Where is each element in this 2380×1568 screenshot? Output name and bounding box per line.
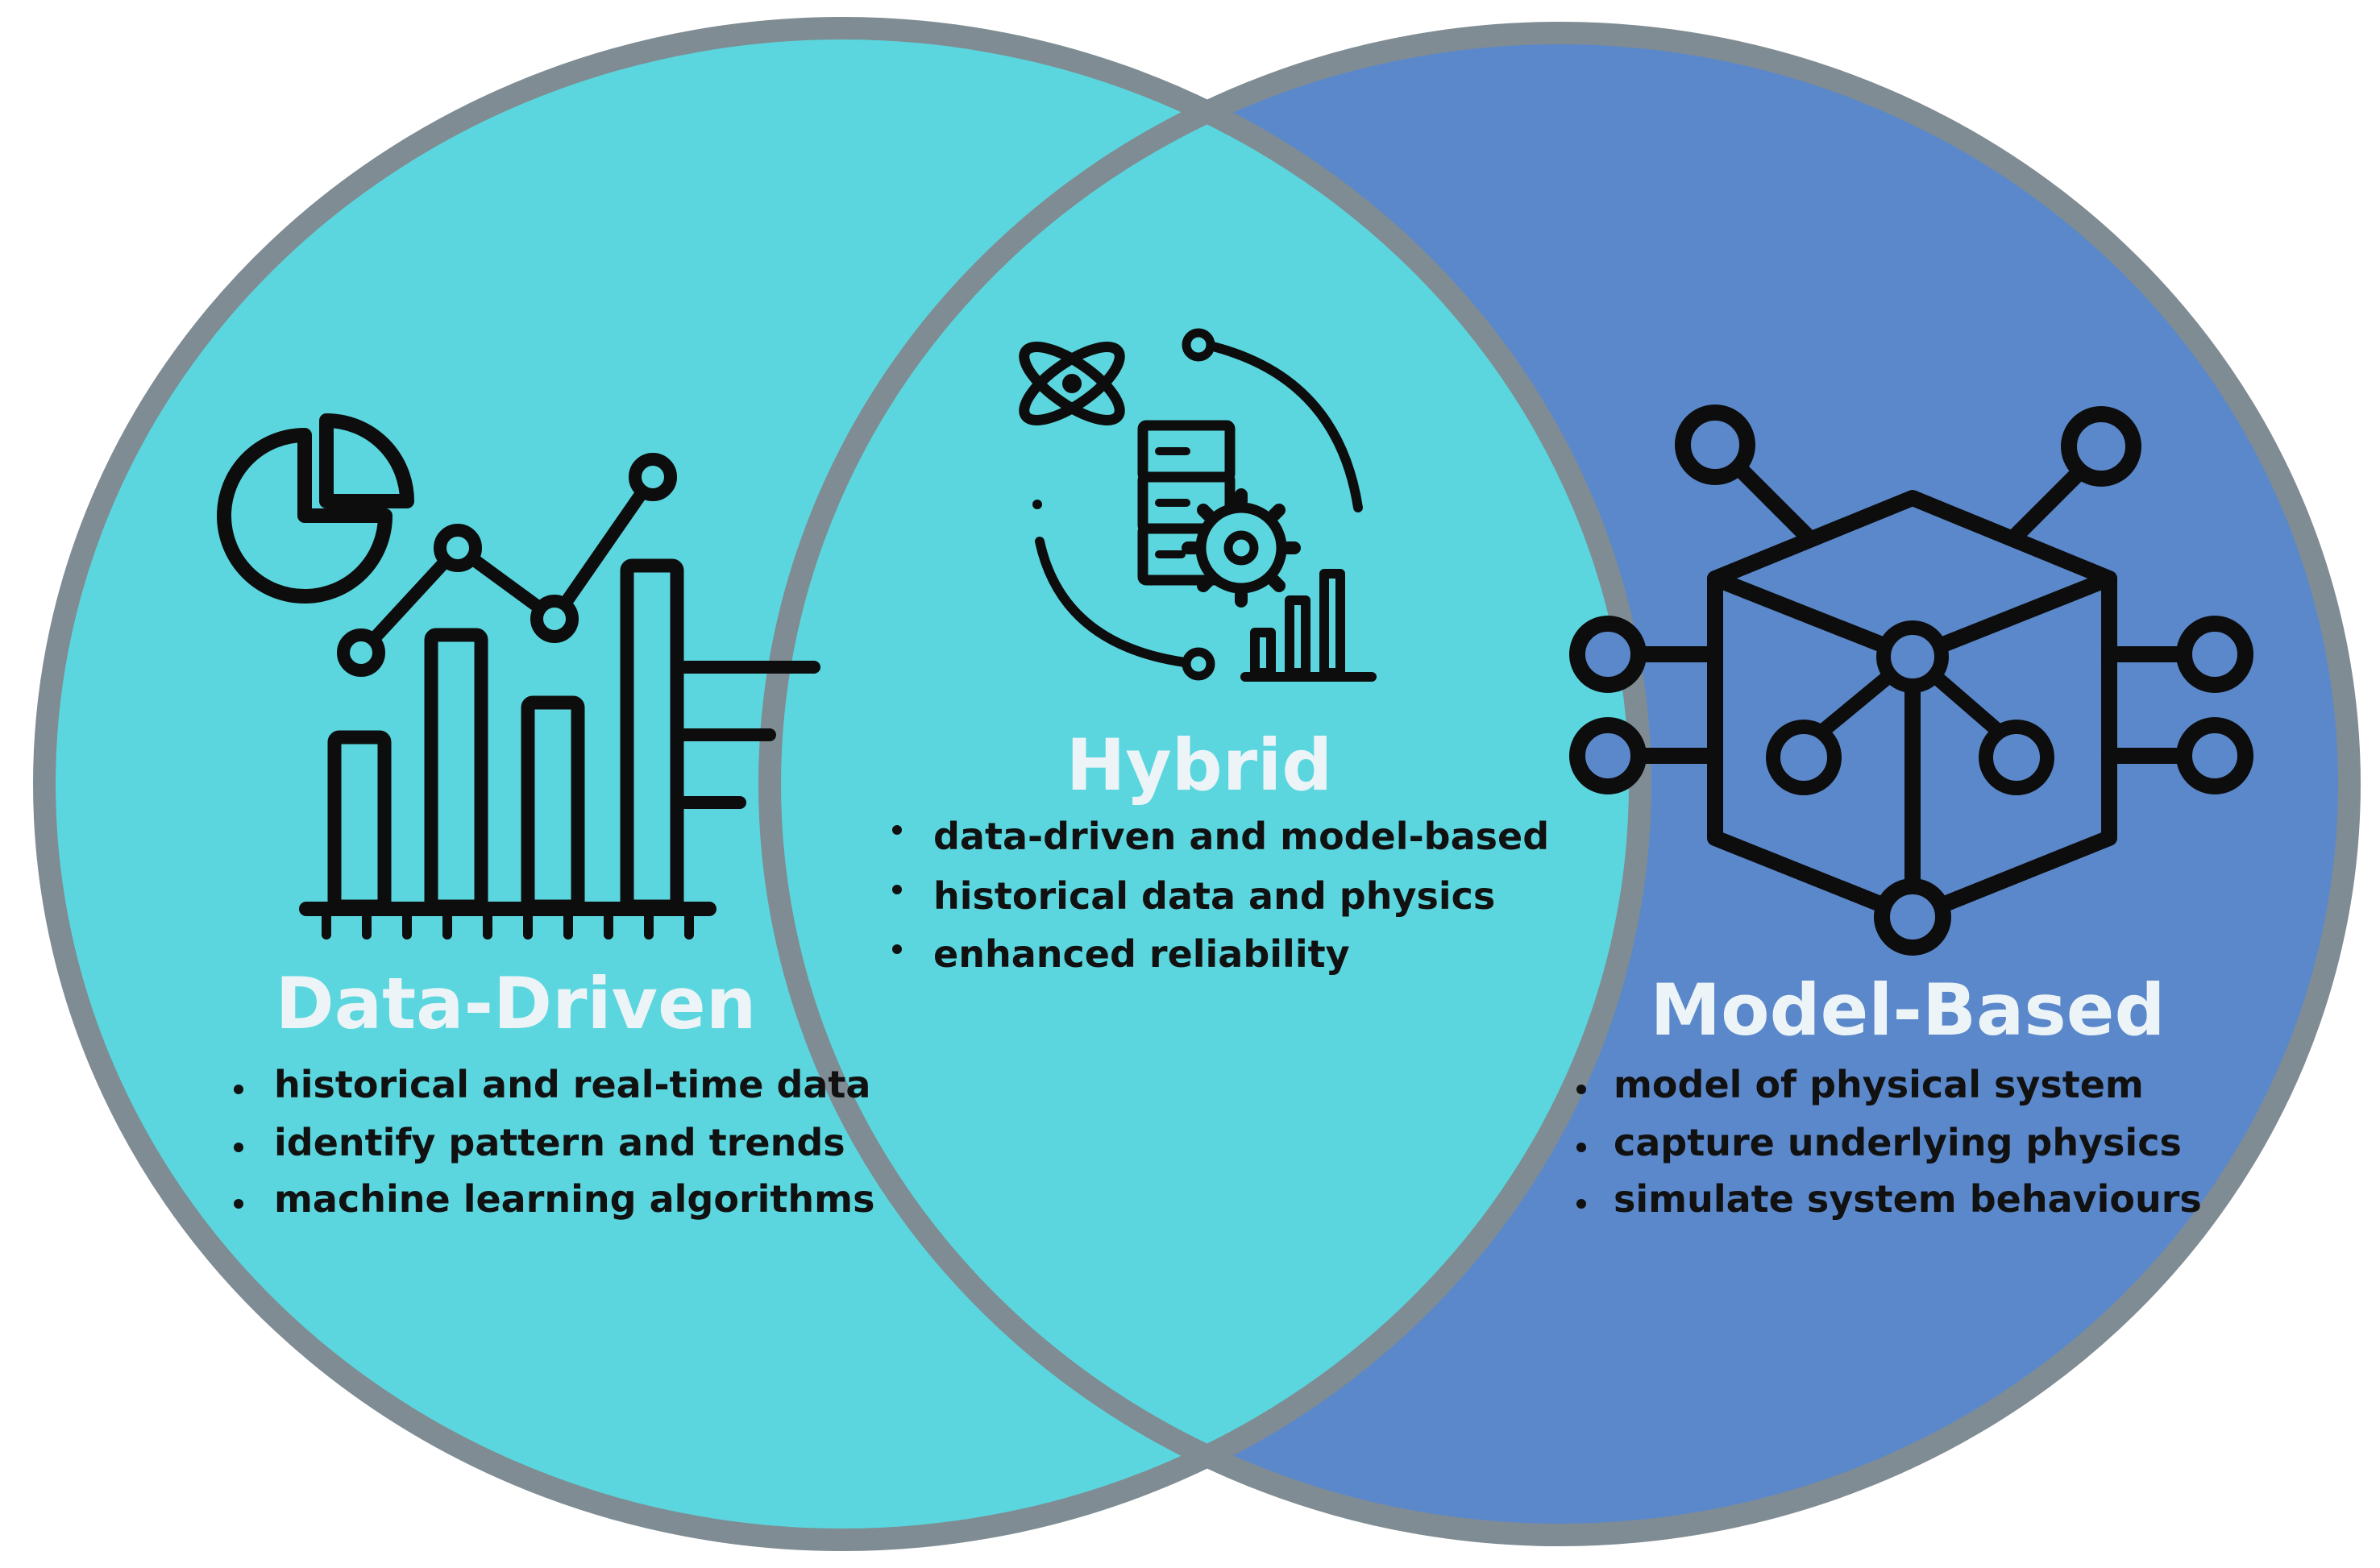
- gear-icon: [1182, 488, 1301, 608]
- model-based-bullet-3: simulate system behaviours: [1614, 1177, 2202, 1221]
- mini-bar-chart-icon: [1240, 569, 1377, 682]
- hybrid-bullet-1: data-driven and model-based: [933, 815, 1549, 858]
- analytics-chart-icon: [217, 413, 820, 940]
- hybrid-server-atom-icon: [1019, 328, 1377, 682]
- hybrid-bullet-2: historical data and physics: [933, 874, 1495, 918]
- model-based-title: Model-Based: [1651, 969, 2166, 1052]
- bullet-dot: [892, 885, 902, 894]
- bullet-dot: [1576, 1143, 1586, 1152]
- model-based-bullet-1: model of physical system: [1614, 1063, 2144, 1106]
- bullet-dot: [234, 1143, 243, 1152]
- hybrid-bullet-3: enhanced reliability: [933, 932, 1350, 976]
- server-icon: [1137, 420, 1236, 586]
- bullet-dot: [234, 1085, 243, 1094]
- data-driven-bullet-list: historical and real-time data identify p…: [234, 1063, 874, 1221]
- data-driven-bullet-2: identify pattern and trends: [274, 1121, 845, 1164]
- hybrid-title: Hybrid: [1066, 724, 1333, 807]
- hybrid-overlap: [770, 33, 1640, 1535]
- bullet-dot: [1576, 1199, 1586, 1209]
- model-based-bullet-list: model of physical system capture underly…: [1576, 1063, 2202, 1221]
- data-driven-bullet-3: machine learning algorithms: [274, 1177, 874, 1221]
- bullet-dot: [1576, 1085, 1586, 1094]
- data-driven-title: Data-Driven: [276, 962, 757, 1045]
- atom-icon: [1019, 342, 1125, 425]
- hybrid-bullet-list: data-driven and model-based historical d…: [892, 815, 1549, 976]
- data-driven-bullet-1: historical and real-time data: [274, 1063, 870, 1106]
- bullet-dot: [234, 1199, 243, 1209]
- network-cube-icon: [1569, 404, 2253, 956]
- data-driven-circle-outline: [33, 17, 1651, 1551]
- bullet-dot: [892, 825, 902, 835]
- model-based-bullet-2: capture underlying physics: [1614, 1121, 2182, 1164]
- bullet-dot: [892, 944, 902, 954]
- model-based-circle-outline: [758, 22, 2361, 1546]
